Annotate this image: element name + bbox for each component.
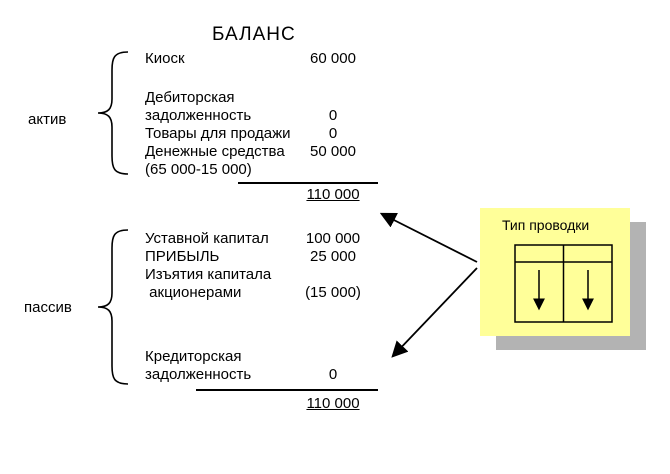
asset-row: Дебиторская bbox=[145, 89, 385, 107]
transaction-type-callout: Тип проводки bbox=[480, 208, 630, 336]
assets-group-label: актив bbox=[28, 111, 67, 128]
assets-total: 110 000 bbox=[306, 186, 360, 203]
asset-label: (65 000-15 000) bbox=[145, 161, 252, 178]
liability-label: задолженность bbox=[145, 366, 252, 383]
asset-label: Товары для продажи bbox=[145, 125, 291, 142]
asset-label: Киоск bbox=[145, 50, 185, 67]
asset-value: 0 bbox=[328, 107, 338, 124]
assets-brace bbox=[97, 51, 129, 175]
liability-value: 100 000 bbox=[305, 230, 361, 247]
liability-row: ПРИБЫЛЬ 25 000 bbox=[145, 248, 385, 266]
arrow-to-assets-total-icon bbox=[379, 212, 478, 263]
liability-row: Изъятия капитала bbox=[145, 266, 385, 284]
t-account-diagram bbox=[514, 244, 613, 323]
liability-row: Уставной капитал 100 000 bbox=[145, 230, 385, 248]
liability-row: акционерами (15 000) bbox=[145, 284, 385, 302]
asset-row: Киоск 60 000 bbox=[145, 50, 385, 68]
liability-label: Уставной капитал bbox=[145, 230, 269, 247]
liabilities-total: 110 000 bbox=[306, 395, 360, 412]
asset-value: 0 bbox=[328, 125, 338, 142]
arrow-to-liabilities-total-icon bbox=[391, 267, 478, 358]
liability-value: 0 bbox=[328, 366, 338, 383]
page-title: БАЛАНС bbox=[212, 24, 296, 45]
callout-label: Тип проводки bbox=[502, 217, 590, 233]
liability-row: Кредиторская bbox=[145, 348, 385, 366]
liability-row: задолженность 0 bbox=[145, 366, 385, 384]
liability-value: (15 000) bbox=[305, 284, 361, 301]
liability-label: акционерами bbox=[145, 284, 242, 301]
liabilities-brace bbox=[97, 229, 129, 385]
liability-label: Изъятия капитала bbox=[145, 266, 272, 283]
asset-value: 50 000 bbox=[310, 143, 356, 160]
liability-value: 25 000 bbox=[310, 248, 356, 265]
asset-row: Денежные средства 50 000 bbox=[145, 143, 385, 161]
asset-value: 60 000 bbox=[310, 50, 356, 67]
asset-row: (65 000-15 000) bbox=[145, 161, 385, 179]
asset-label: Дебиторская bbox=[145, 89, 235, 106]
liability-label: ПРИБЫЛЬ bbox=[145, 248, 220, 265]
liabilities-group-label: пассив bbox=[24, 299, 72, 316]
asset-row: Товары для продажи 0 bbox=[145, 125, 385, 143]
asset-label: Денежные средства bbox=[145, 143, 285, 160]
asset-row: задолженность 0 bbox=[145, 107, 385, 125]
liability-label: Кредиторская bbox=[145, 348, 242, 365]
asset-label: задолженность bbox=[145, 107, 252, 124]
